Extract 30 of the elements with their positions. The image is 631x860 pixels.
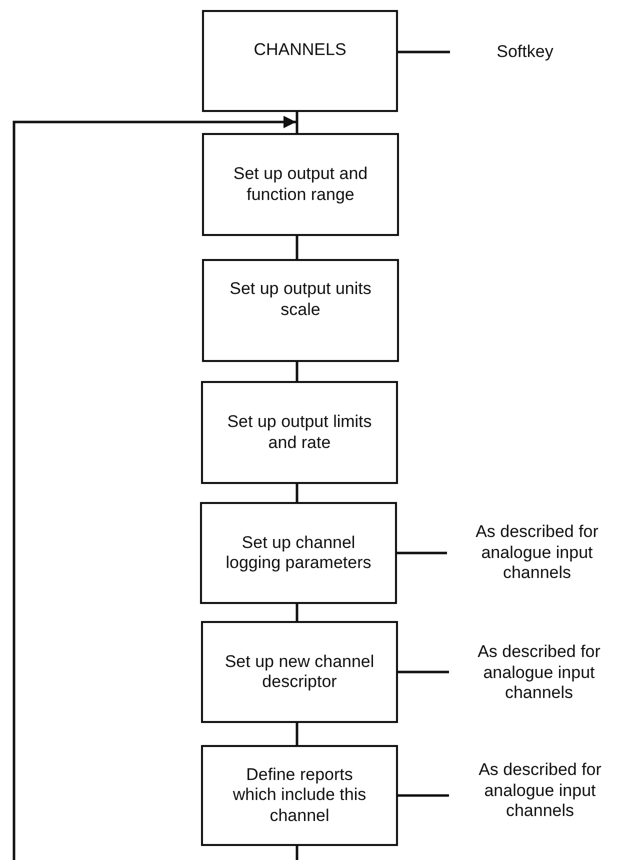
connector-line (296, 484, 298, 502)
box-label: Set up output and function range (232, 164, 369, 205)
note-label: As described for analogue input channels (478, 760, 602, 822)
process-box (201, 621, 398, 723)
note-label: As described for analogue input channels (474, 522, 600, 584)
connector-line (398, 670, 449, 674)
box-label: Set up output units scale (228, 279, 372, 320)
connector-line (296, 362, 298, 381)
box-label: Set up channel logging parameters (224, 532, 372, 574)
connector-line (296, 112, 298, 133)
process-box (201, 745, 398, 846)
arrow (12, 116, 296, 860)
box-label: CHANNELS (254, 40, 346, 60)
process-box (202, 133, 399, 236)
connector-line (296, 604, 298, 621)
box-label: Define reports which include this channel (232, 764, 368, 826)
note-label: Softkey (496, 42, 554, 62)
connector-line (296, 236, 298, 259)
process-box (200, 502, 397, 604)
process-box (201, 381, 398, 484)
connector-line (398, 794, 449, 797)
connector-line (296, 723, 298, 745)
connector-line (398, 50, 450, 54)
note-label: As described for analogue input channels (476, 642, 602, 704)
connector-line (397, 552, 447, 554)
process-box (202, 259, 399, 362)
box-label: Set up new channel descriptor (224, 652, 374, 692)
process-box (202, 10, 398, 112)
box-label: Set up output limits and rate (226, 412, 373, 453)
connector-line (296, 846, 298, 860)
